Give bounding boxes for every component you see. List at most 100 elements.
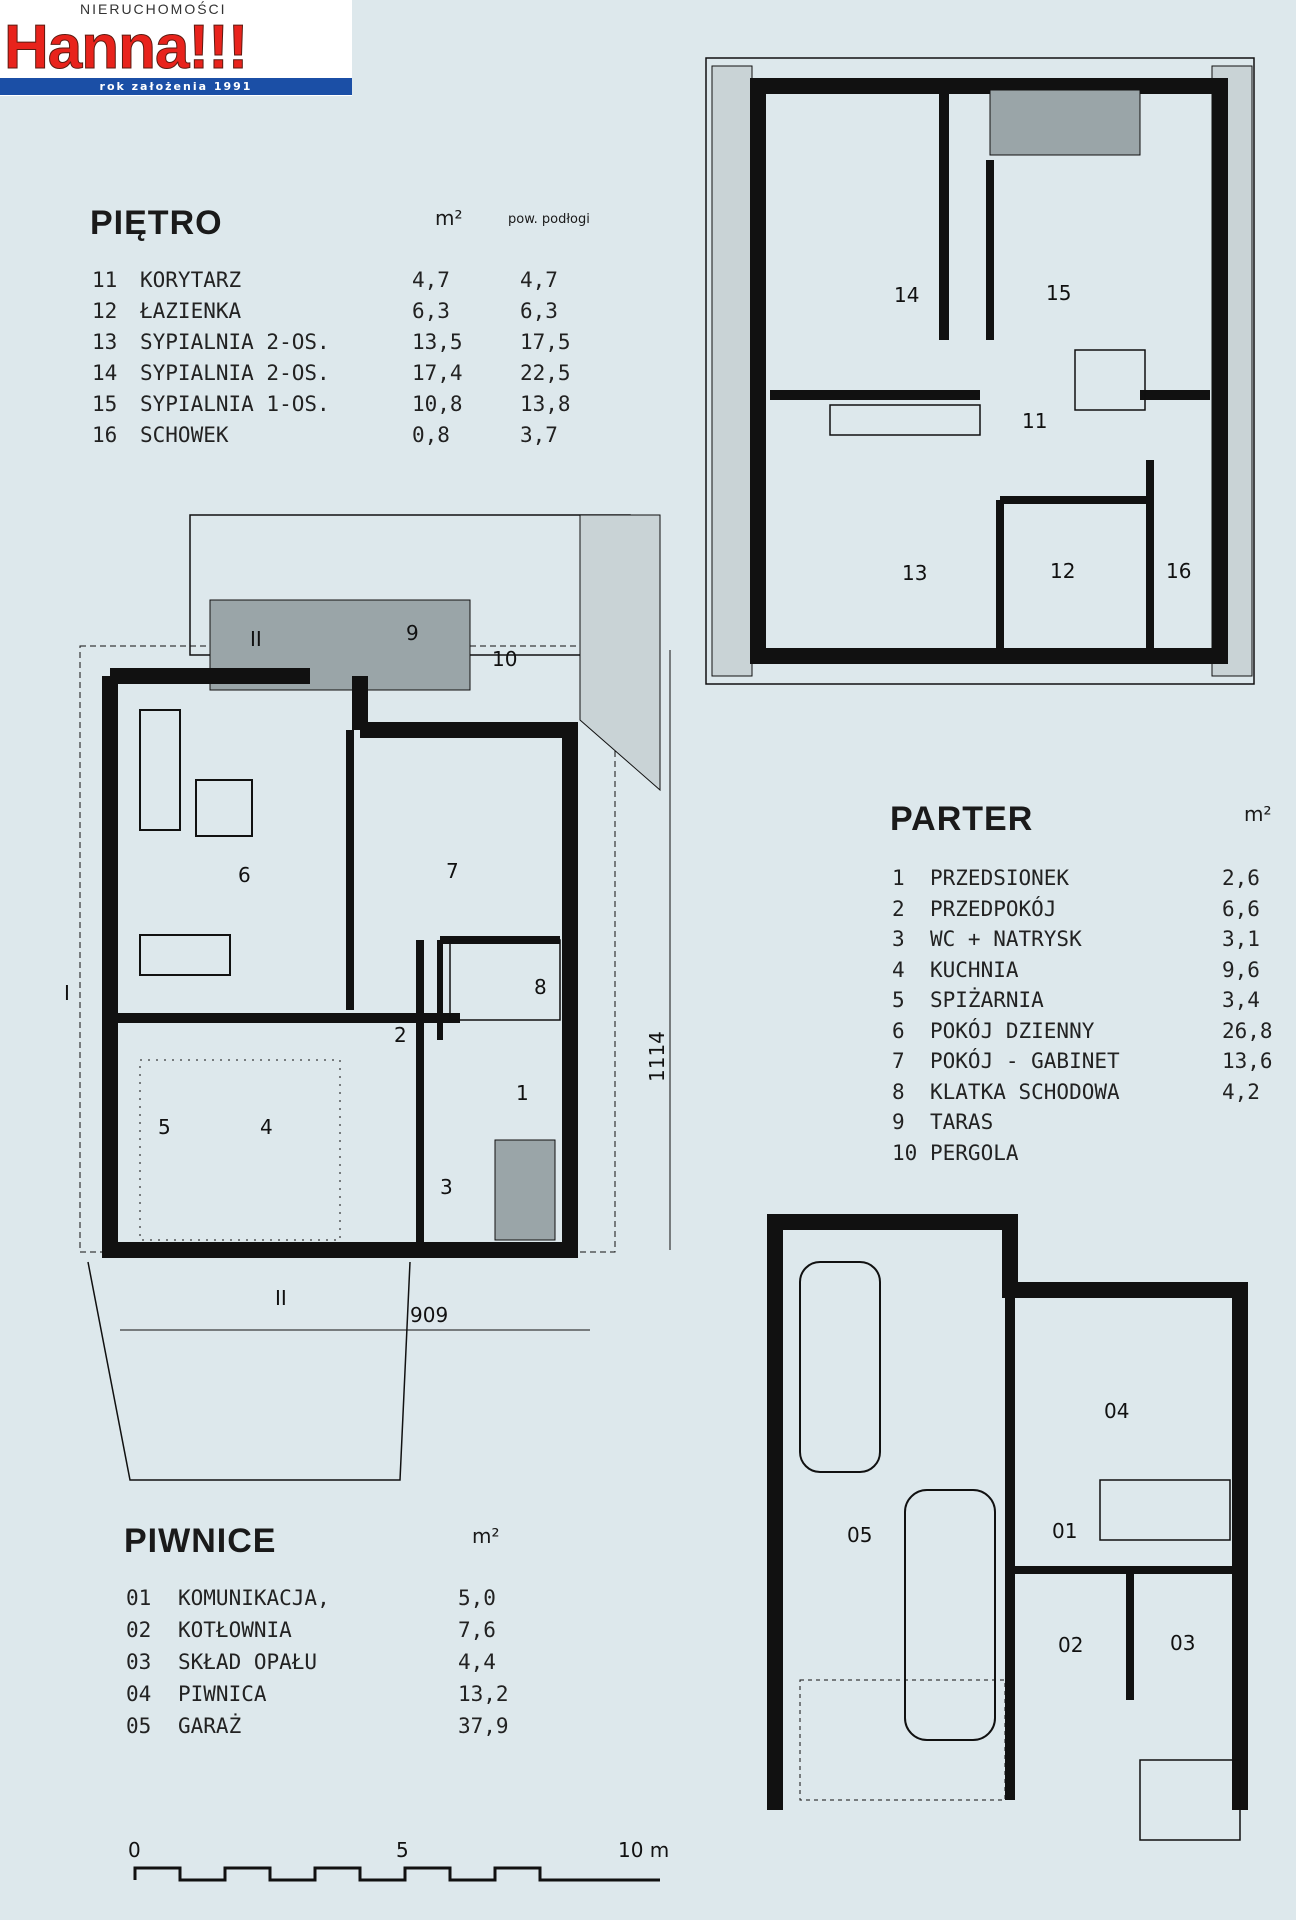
row-floor-area: 17,5 <box>520 330 571 354</box>
company-logo: NIERUCHOMOŚCI Hanna!!! rok założenia 199… <box>0 0 352 96</box>
row-number: 2 <box>892 896 905 921</box>
room-label: 15 <box>1046 281 1071 305</box>
room-label: 02 <box>1058 1633 1083 1657</box>
logo-subtitle: NIERUCHOMOŚCI <box>80 1 227 17</box>
piwnice-title: PIWNICE <box>124 1522 277 1560</box>
row-area: 13,6 <box>1222 1049 1273 1073</box>
col-area-header: m² <box>472 1524 500 1548</box>
scale-label-0: 0 <box>128 1838 141 1862</box>
row-area: 13,5 <box>412 330 463 354</box>
row-number: 13 <box>92 330 118 354</box>
row-area: 3,4 <box>1222 988 1260 1012</box>
row-name: SYPIALNIA 1-OS. <box>140 392 330 416</box>
row-number: 14 <box>92 361 118 385</box>
dimension-width: 909 <box>410 1303 448 1327</box>
row-number: 8 <box>892 1079 905 1104</box>
section-mark-1: I <box>64 981 70 1005</box>
room-label: 01 <box>1052 1519 1077 1543</box>
row-number: 9 <box>892 1110 905 1134</box>
scale-label-10: 10 m <box>618 1838 669 1862</box>
row-area: 6,3 <box>412 299 450 323</box>
row-name: PRZEDSIONEK <box>930 866 1070 890</box>
row-floor-area: 6,3 <box>520 299 558 323</box>
row-number: 5 <box>892 988 905 1012</box>
row-area: 3,1 <box>1222 927 1260 951</box>
section-mark: II <box>250 627 262 651</box>
logo-name: Hanna!!! <box>3 13 248 82</box>
row-number: 16 <box>92 423 118 447</box>
row-floor-area: 13,8 <box>520 392 571 416</box>
room-label: 9 <box>406 621 419 645</box>
col-floor-header: pow. podłogi <box>508 212 590 227</box>
row-area: 9,6 <box>1222 957 1260 982</box>
row-name: ŁAZIENKA <box>140 299 242 323</box>
row-name: KORYTARZ <box>140 268 242 292</box>
row-name: TARAS <box>930 1110 994 1134</box>
row-name: GARAŻ <box>178 1714 242 1738</box>
room-label: 11 <box>1022 409 1047 433</box>
row-name: SYPIALNIA 2-OS. <box>140 330 330 354</box>
row-area: 5,0 <box>458 1586 496 1610</box>
row-area: 0,8 <box>412 423 450 447</box>
pietro-title: PIĘTRO <box>90 204 223 242</box>
row-area: 7,6 <box>458 1618 496 1642</box>
row-number: 01 <box>126 1586 152 1610</box>
row-name: SCHOWEK <box>140 423 229 447</box>
room-label: 12 <box>1050 559 1075 583</box>
row-number: 15 <box>92 392 118 416</box>
ground-room-labels: 6 7 8 2 1 5 4 3 9 10 II 909 1114 I II <box>64 621 669 1327</box>
room-label: 03 <box>1170 1631 1195 1655</box>
row-name: POKÓJ DZIENNY <box>930 1018 1095 1043</box>
ground-floor-plan <box>79 514 671 1481</box>
row-name: KOTŁOWNIA <box>178 1618 292 1642</box>
dimension-height: 1114 <box>645 1031 669 1082</box>
room-label: 13 <box>902 561 927 585</box>
row-name: KLATKA SCHODOWA <box>930 1079 1120 1104</box>
row-area: 6,6 <box>1222 896 1260 921</box>
row-name: SYPIALNIA 2-OS. <box>140 361 330 385</box>
row-area: 4,7 <box>412 268 450 292</box>
basement-floor-plan <box>767 1214 1248 1841</box>
row-number: 02 <box>126 1618 152 1642</box>
row-floor-area: 22,5 <box>520 361 571 385</box>
row-number: 04 <box>126 1682 152 1706</box>
room-label: 05 <box>847 1523 872 1547</box>
col-area-header: m² <box>1244 802 1272 826</box>
row-area: 10,8 <box>412 392 463 416</box>
row-number: 4 <box>892 957 905 982</box>
row-number: 10 <box>892 1140 918 1165</box>
upper-room-labels: 14 15 11 13 12 16 <box>894 281 1191 585</box>
row-area: 26,8 <box>1222 1018 1273 1043</box>
logo-tagline: rok założenia 1991 <box>0 78 352 95</box>
row-number: 6 <box>892 1018 905 1043</box>
room-label: 1 <box>516 1081 529 1105</box>
row-number: 12 <box>92 299 118 323</box>
row-area: 2,6 <box>1222 866 1260 890</box>
row-number: 05 <box>126 1714 152 1738</box>
room-label: 16 <box>1166 559 1191 583</box>
room-label: 2 <box>394 1023 407 1047</box>
room-label: 5 <box>158 1115 171 1139</box>
row-floor-area: 3,7 <box>520 423 558 447</box>
room-label: 6 <box>238 863 251 887</box>
parter-title: PARTER <box>890 800 1034 838</box>
row-area: 13,2 <box>458 1682 509 1706</box>
row-number: 03 <box>126 1650 152 1674</box>
col-area-header: m² <box>435 206 463 230</box>
room-label: 4 <box>260 1115 273 1139</box>
basement-room-labels: 04 05 01 02 03 <box>847 1399 1195 1657</box>
room-label: 04 <box>1104 1399 1129 1423</box>
room-label: 7 <box>446 859 459 883</box>
room-label: 8 <box>534 975 547 999</box>
row-area: 4,2 <box>1222 1079 1260 1104</box>
section-mark-2: II <box>275 1286 287 1310</box>
room-label: 3 <box>440 1175 453 1199</box>
row-name: SKŁAD OPAŁU <box>178 1650 318 1674</box>
row-number: 7 <box>892 1049 905 1073</box>
upper-floor-plan <box>705 57 1255 685</box>
row-name: KOMUNIKACJA, <box>178 1586 330 1610</box>
scale-label-5: 5 <box>396 1838 409 1862</box>
room-label: 14 <box>894 283 919 307</box>
row-number: 3 <box>892 927 905 951</box>
